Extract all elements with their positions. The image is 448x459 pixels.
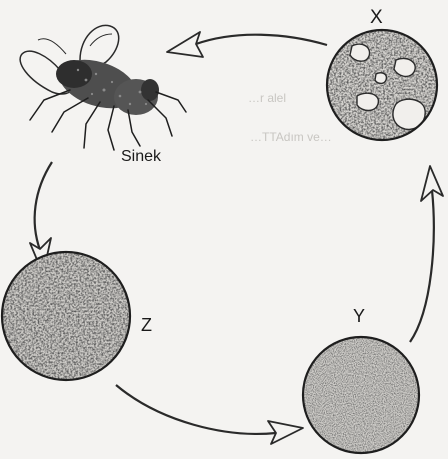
stage-y-label: Y: [353, 307, 365, 325]
arrow-z-to-y: [116, 385, 303, 444]
stage-z-circle: [2, 252, 130, 380]
stage-x-label: X: [370, 8, 383, 27]
stage-z-label: Z: [141, 316, 152, 334]
stage-x-circle: [327, 30, 437, 140]
stage-y-circle: [303, 337, 419, 453]
arrow-x-to-fly: [167, 32, 327, 57]
fly-label: Sinek: [121, 149, 161, 165]
arrow-y-to-x: [410, 166, 443, 342]
fly-icon: [20, 25, 186, 150]
